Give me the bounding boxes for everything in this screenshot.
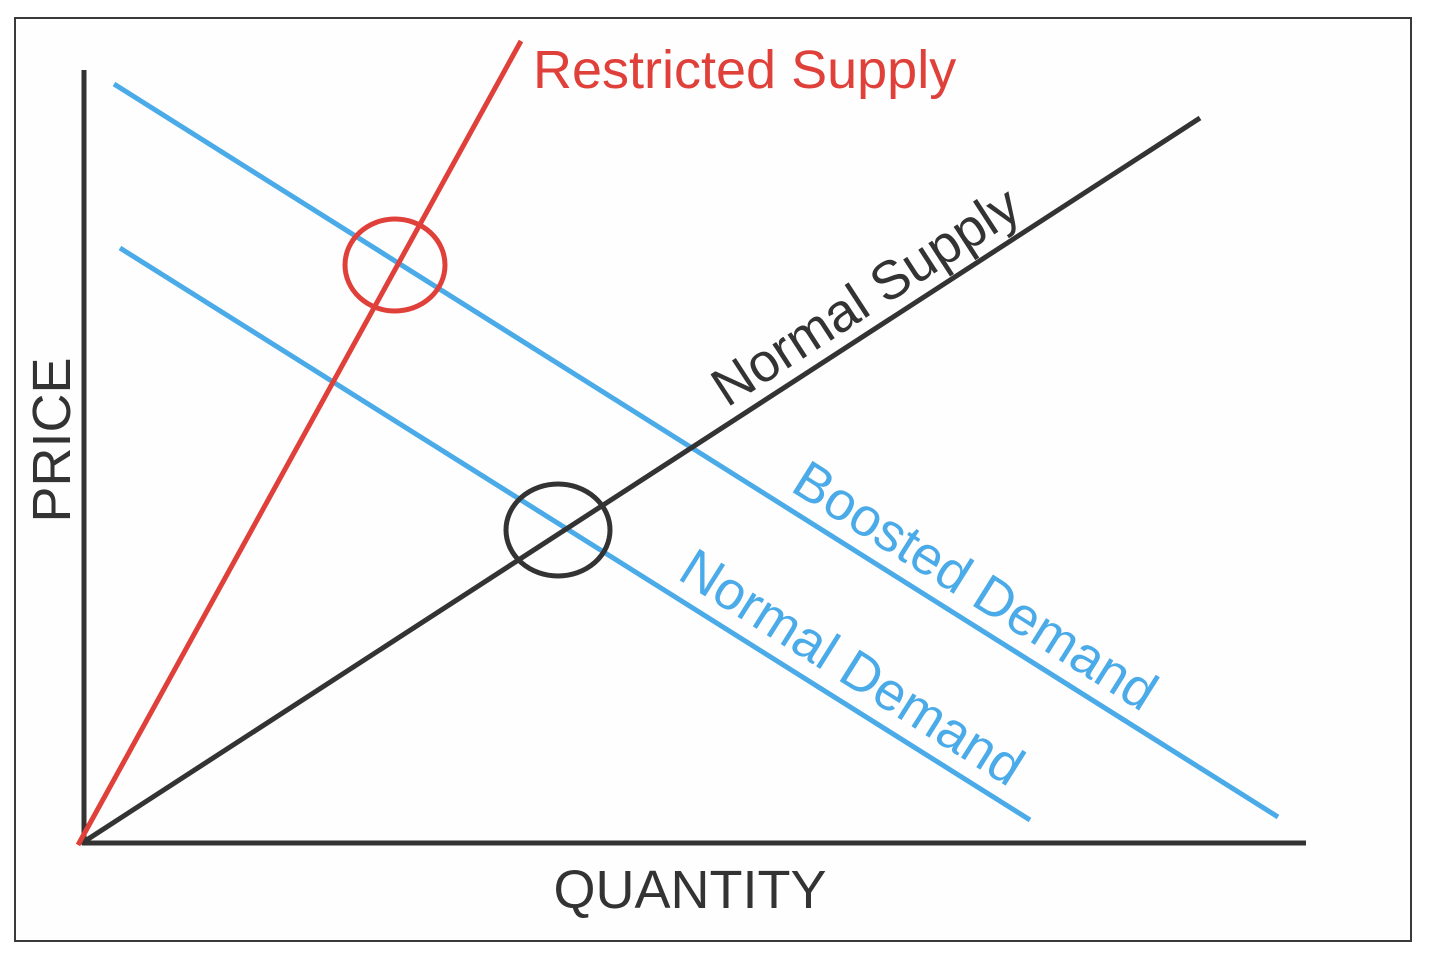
diagram-frame	[14, 17, 1412, 942]
x-axis-label: QUANTITY	[553, 860, 826, 920]
normal-supply-label: Normal Supply	[701, 175, 1031, 418]
normal-equilibrium-circle	[503, 481, 613, 579]
boosted-demand-line	[112, 81, 1280, 820]
y-axis-label: PRICE	[22, 357, 82, 522]
restricted-supply-label: Restricted Supply	[533, 40, 956, 100]
restricted-equilibrium-circle	[342, 216, 448, 314]
normal-supply-line	[80, 115, 1202, 846]
normal-demand-line	[118, 245, 1032, 823]
restricted-supply-line	[75, 39, 524, 847]
